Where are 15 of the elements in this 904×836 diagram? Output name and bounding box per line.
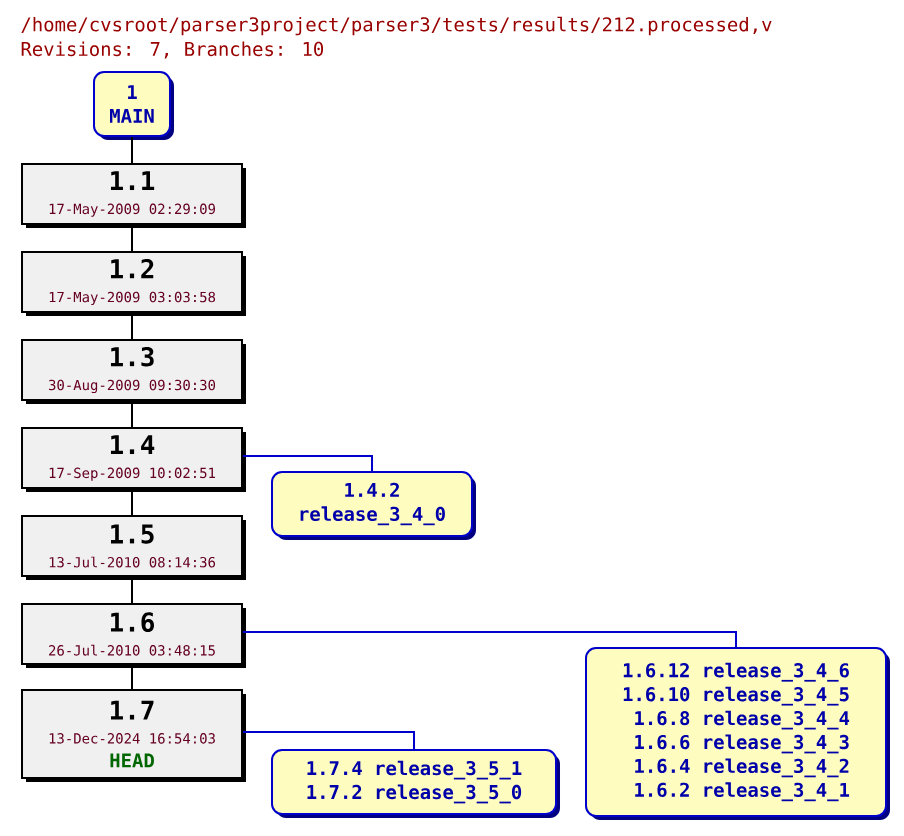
branch-box: 1.6.12 release_3_4_6 1.6.10 release_3_4_5 1.6.8 release_3_4_4 1.6.6 release_3_4_3 1.6.4 release_3_4_2 1.6.2 release_3_4_1 bbox=[585, 647, 890, 820]
branch-box: 1.4.2 release_3_4_0 bbox=[271, 471, 476, 540]
title: /home/cvsroot/parser3project/parser3/tests/results/212.processed,v bbox=[21, 16, 772, 36]
connector-line bbox=[131, 400, 133, 428]
branch-box: 1 MAIN bbox=[93, 71, 174, 140]
connector-line bbox=[131, 576, 133, 604]
connector-line bbox=[131, 312, 133, 340]
connector-line bbox=[242, 731, 415, 750]
connector-line bbox=[131, 664, 133, 690]
connector-line bbox=[131, 488, 133, 516]
connector-line bbox=[242, 455, 373, 472]
branch-box: 1.7.4 release_3_5_1 1.7.2 release_3_5_0 bbox=[271, 749, 560, 818]
connector-line bbox=[242, 631, 737, 648]
connector-line bbox=[131, 136, 133, 164]
connector-line bbox=[131, 224, 133, 252]
